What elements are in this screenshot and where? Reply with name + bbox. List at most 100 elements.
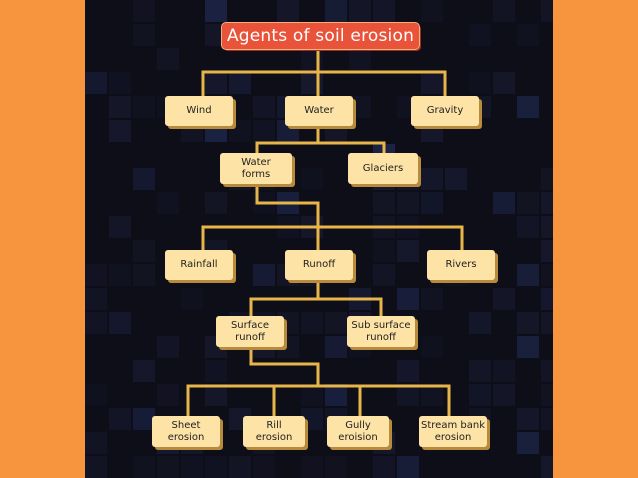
background-tile	[349, 0, 371, 22]
node-rivers: Rivers	[427, 250, 495, 280]
background-tile	[325, 384, 347, 406]
background-tile	[157, 336, 179, 358]
background-tile	[541, 168, 553, 190]
connector-title-to-level1	[201, 47, 447, 98]
background-tile	[541, 408, 553, 430]
background-tile	[133, 0, 155, 22]
node-sheet-erosion: Sheet erosion	[152, 416, 220, 447]
background-tile	[205, 0, 227, 22]
node-water-forms: Water forms	[220, 153, 292, 184]
background-tile	[253, 456, 275, 478]
node-sub-surface-runoff: Sub surface runoff	[347, 316, 415, 347]
background-tile	[157, 48, 179, 70]
background-tile	[541, 192, 553, 214]
node-stream-bank-erosion: Stream bank erosion	[419, 416, 487, 447]
background-tile	[541, 456, 553, 478]
node-rill-erosion: Rill erosion	[243, 416, 305, 447]
background-tile	[133, 264, 155, 286]
background-tile	[301, 408, 323, 430]
node-gully-erosion: Gully eroision	[327, 416, 389, 447]
background-tile	[541, 288, 553, 310]
connector-surface-to-erosion	[186, 345, 451, 418]
background-tile	[493, 384, 515, 406]
background-tile	[517, 312, 539, 334]
background-tile	[517, 336, 539, 358]
node-surface-runoff: Surface runoff	[216, 316, 284, 347]
background-tile	[109, 216, 131, 238]
background-tile	[541, 384, 553, 406]
node-glaciers: Glaciers	[348, 153, 418, 184]
background-tile	[133, 240, 155, 262]
background-tile	[133, 360, 155, 382]
background-tile	[181, 288, 203, 310]
background-tile	[325, 336, 347, 358]
background-tile	[373, 192, 395, 214]
background-tile	[541, 240, 553, 262]
background-tile	[493, 288, 515, 310]
background-tile	[445, 168, 467, 190]
background-tile	[325, 0, 347, 22]
background-tile	[109, 312, 131, 334]
background-tile	[157, 384, 179, 406]
background-tile	[373, 0, 395, 22]
background-tile	[421, 288, 443, 310]
background-tile	[109, 72, 131, 94]
background-tile	[277, 0, 299, 22]
background-tile	[541, 360, 553, 382]
node-water: Water	[285, 96, 353, 126]
background-tile	[325, 456, 347, 478]
background-tile	[301, 456, 323, 478]
background-tile	[229, 456, 251, 478]
background-tile	[493, 360, 515, 382]
background-tile	[157, 456, 179, 478]
background-tile	[133, 168, 155, 190]
background-tile	[421, 192, 443, 214]
background-tile	[493, 192, 515, 214]
diagram-title: Agents of soil erosion	[222, 23, 419, 49]
background-tile	[301, 168, 323, 190]
node-runoff: Runoff	[285, 250, 353, 280]
background-tile	[229, 120, 251, 142]
background-tile	[541, 216, 553, 238]
background-tile	[205, 384, 227, 406]
background-tile	[469, 72, 491, 94]
background-tile	[421, 384, 443, 406]
background-tile	[133, 24, 155, 46]
background-tile	[373, 264, 395, 286]
background-tile	[85, 456, 107, 478]
background-tile	[397, 192, 419, 214]
connector-runoff-to-types	[249, 278, 383, 318]
background-tile	[133, 408, 155, 430]
background-tile	[109, 96, 131, 118]
background-tile	[229, 72, 251, 94]
node-rainfall: Rainfall	[165, 250, 233, 280]
background-tile	[133, 456, 155, 478]
background-tile	[349, 48, 371, 70]
background-tile	[85, 264, 107, 286]
background-tile	[517, 192, 539, 214]
background-tile	[517, 408, 539, 430]
background-tile	[205, 24, 227, 46]
connector-forms-to-level3	[201, 182, 464, 252]
background-tile	[253, 264, 275, 286]
background-tile	[541, 312, 553, 334]
background-tile	[397, 384, 419, 406]
background-tile	[469, 24, 491, 46]
background-tile	[421, 336, 443, 358]
connector-water-to-forms	[255, 124, 386, 155]
background-tile	[157, 192, 179, 214]
background-tile	[205, 72, 227, 94]
background-tile	[85, 432, 107, 454]
background-tile	[421, 72, 443, 94]
background-tile	[133, 96, 155, 118]
background-tile	[181, 456, 203, 478]
background-tile	[397, 240, 419, 262]
background-tile	[421, 168, 443, 190]
node-gravity: Gravity	[411, 96, 479, 126]
background-tile	[373, 456, 395, 478]
background-tile	[253, 96, 275, 118]
background-tile	[469, 312, 491, 334]
background-tile	[397, 456, 419, 478]
background-tile	[205, 360, 227, 382]
connector-lines	[186, 47, 464, 418]
